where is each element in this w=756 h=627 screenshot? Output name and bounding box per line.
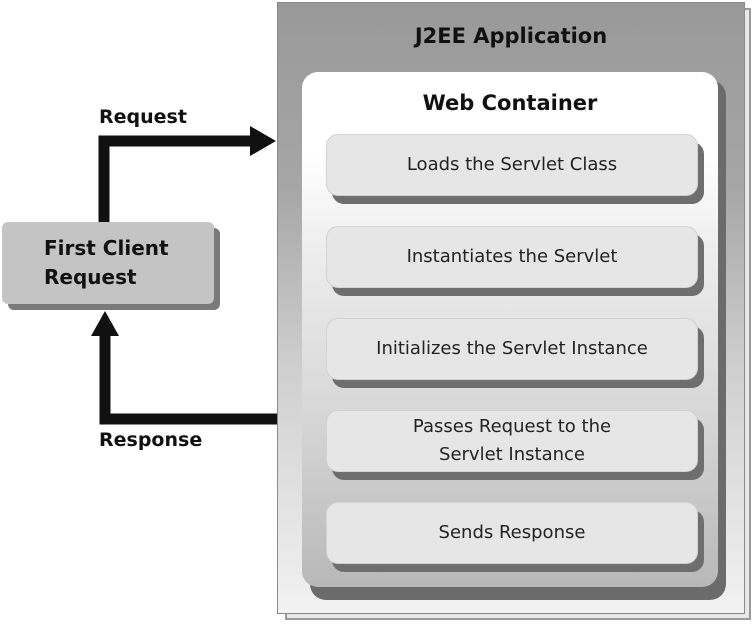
step-instantiates-servlet: Instantiates the Servlet	[326, 226, 698, 288]
client-title-line2: Request	[44, 265, 137, 289]
step-loads-servlet-class: Loads the Servlet Class	[326, 134, 698, 196]
step-label: Initializes the Servlet Instance	[376, 338, 648, 359]
response-label: Response	[99, 429, 203, 451]
first-client-request-box: First Client Request	[2, 222, 214, 304]
step-label: Loads the Servlet Class	[406, 154, 618, 175]
response-arrow-line	[99, 330, 277, 425]
web-container-title: Web Container	[422, 91, 598, 115]
step-sends-response: Sends Response	[326, 502, 698, 564]
step-label: Passes Request to the Servlet Instance	[412, 416, 612, 465]
response-arrow-head	[91, 311, 119, 336]
j2ee-application-title: J2EE Application	[414, 24, 608, 48]
step-label: Sends Response	[438, 522, 586, 543]
request-arrow-head	[250, 126, 276, 156]
step-label: Instantiates the Servlet	[406, 246, 618, 267]
request-arrow-line	[98, 135, 256, 222]
request-label: Request	[99, 106, 187, 128]
step-initializes-servlet-instance: Initializes the Servlet Instance	[326, 318, 698, 380]
step-passes-request: Passes Request to the Servlet Instance	[326, 410, 698, 472]
client-title-line1: First Client	[44, 236, 169, 260]
